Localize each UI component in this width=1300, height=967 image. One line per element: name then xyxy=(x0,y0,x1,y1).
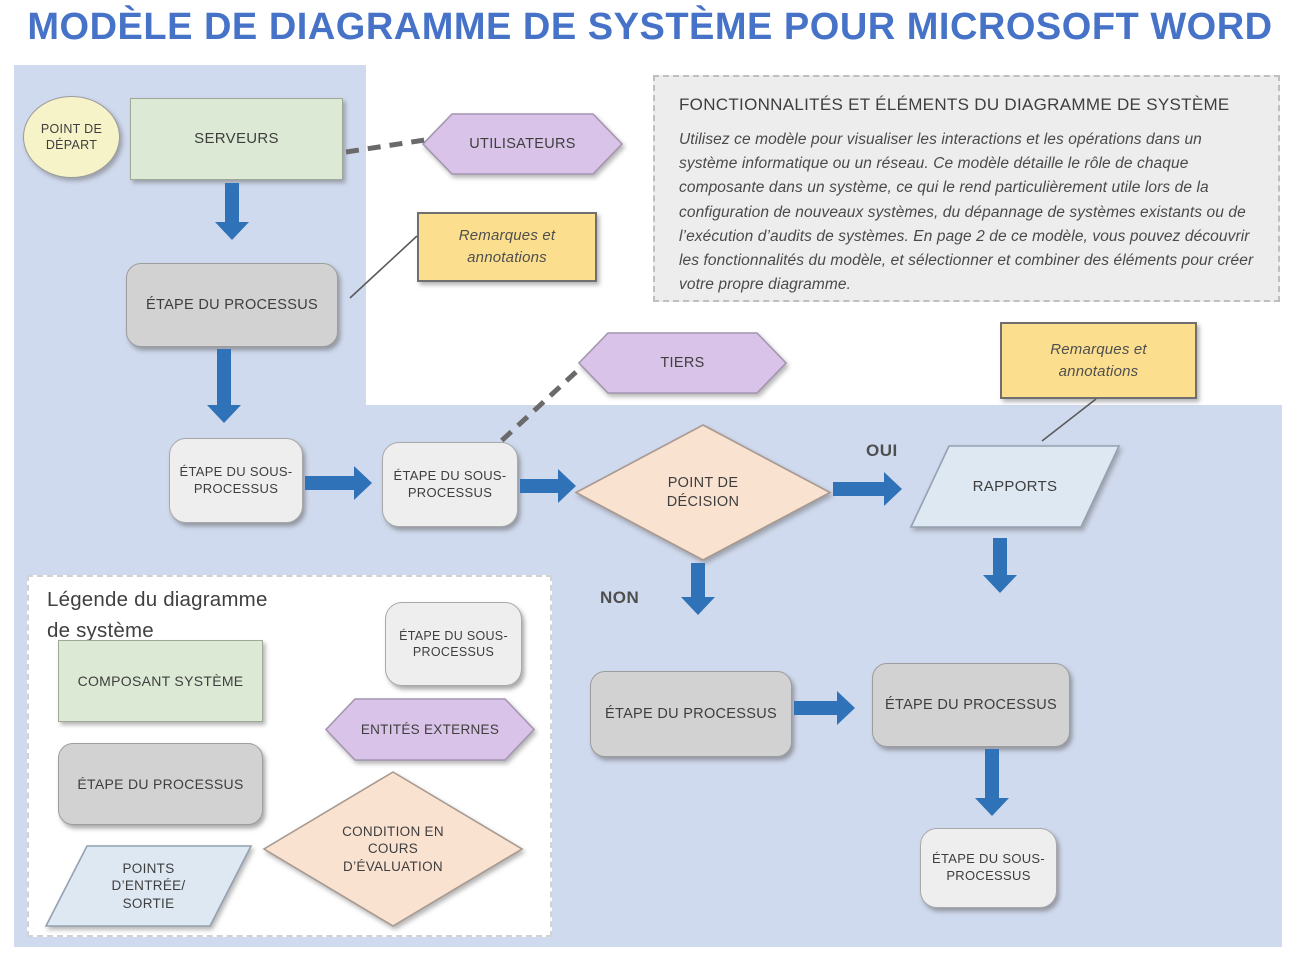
note-annotation-2[interactable]: Remarques et annotations xyxy=(1000,322,1197,399)
serveurs-node[interactable]: SERVEURS xyxy=(130,98,343,180)
non-label: NON xyxy=(600,588,640,607)
legend-title: Légende du diagramme de système xyxy=(47,588,268,642)
legend-item-label: ÉTAPE DU SOUS- PROCESSUS xyxy=(399,628,508,659)
subprocess-step-label: ÉTAPE DU SOUS- PROCESSUS xyxy=(179,463,293,496)
tiers-node-label: TIERS xyxy=(660,354,705,371)
note-annotation-label: Remarques et annotations xyxy=(458,227,556,266)
arrow-process3-to-subprocess3 xyxy=(975,749,1009,816)
arrow-subprocess2-to-decision xyxy=(520,469,576,503)
arrow-decision-to-rapports xyxy=(833,472,902,506)
info-box-body: Utilisez ce modèle pour visualiser les i… xyxy=(679,131,1254,294)
utilisateurs-node[interactable]: UTILISATEURS xyxy=(421,113,624,175)
legend-item-etape-processus[interactable]: ÉTAPE DU PROCESSUS xyxy=(58,743,263,825)
note-annotation-1[interactable]: Remarques et annotations xyxy=(417,212,597,282)
process-step-2[interactable]: ÉTAPE DU PROCESSUS xyxy=(590,671,792,757)
process-step-label: ÉTAPE DU PROCESSUS xyxy=(146,296,318,313)
parallelogram-shape xyxy=(909,445,1121,528)
arrow-process1-to-subprocess1 xyxy=(207,349,241,423)
utilisateurs-node-label: UTILISATEURS xyxy=(469,135,576,152)
legend-item-label: POINTS D’ENTRÉE/ SORTIE xyxy=(111,860,186,911)
legend-item-condition-evaluation[interactable]: CONDITION EN COURS D’ÉVALUATION xyxy=(262,771,524,927)
page-title: MODÈLE DE DIAGRAMME DE SYSTÈME POUR MICR… xyxy=(27,6,1273,48)
subprocess-step-1[interactable]: ÉTAPE DU SOUS- PROCESSUS xyxy=(169,438,303,523)
legend-item-etape-sous-processus[interactable]: ÉTAPE DU SOUS- PROCESSUS xyxy=(385,602,522,686)
legend-item-label: ENTITÉS EXTERNES xyxy=(360,721,500,737)
diamond-shape xyxy=(262,771,524,927)
arrow-serveurs-to-process1 xyxy=(215,183,249,240)
legend-item-composant-systeme[interactable]: COMPOSANT SYSTÈME xyxy=(58,640,263,722)
subprocess-step-2[interactable]: ÉTAPE DU SOUS- PROCESSUS xyxy=(382,442,518,527)
hexagon-shape xyxy=(577,332,788,394)
legend-item-label: COMPOSANT SYSTÈME xyxy=(77,672,244,689)
info-box: FONCTIONNALITÉS ET ÉLÉMENTS DU DIAGRAMME… xyxy=(653,75,1280,302)
hexagon-shape xyxy=(324,698,536,761)
subprocess-step-label: ÉTAPE DU SOUS- PROCESSUS xyxy=(931,851,1046,883)
rapports-node-label: RAPPORTS xyxy=(972,477,1058,495)
legend-item-entites-externes[interactable]: ENTITÉS EXTERNES xyxy=(324,698,536,761)
arrow-subprocess1-to-subprocess2 xyxy=(305,466,372,500)
oui-label: OUI xyxy=(866,441,898,460)
note-annotation-label: Remarques et annotations xyxy=(1050,340,1147,380)
process-step-label: ÉTAPE DU PROCESSUS xyxy=(885,696,1057,713)
process-step-1[interactable]: ÉTAPE DU PROCESSUS xyxy=(126,263,338,347)
subprocess-step-3[interactable]: ÉTAPE DU SOUS- PROCESSUS xyxy=(920,828,1057,908)
arrow-rapports-down xyxy=(983,538,1017,593)
parallelogram-shape xyxy=(44,845,253,927)
diamond-shape xyxy=(574,424,832,561)
arrow-process2-to-process3 xyxy=(794,691,855,725)
subprocess-step-label: ÉTAPE DU SOUS- PROCESSUS xyxy=(393,467,507,500)
info-box-heading: FONCTIONNALITÉS ET ÉLÉMENTS DU DIAGRAMME… xyxy=(679,95,1230,114)
arrow-decision-to-process2 xyxy=(681,563,715,615)
start-node-label: POINT DE DÉPART xyxy=(40,121,103,152)
start-node[interactable]: POINT DE DÉPART xyxy=(23,96,120,178)
decision-node[interactable]: POINT DE DÉCISION xyxy=(574,424,832,561)
serveurs-node-label: SERVEURS xyxy=(194,130,279,148)
process-step-label: ÉTAPE DU PROCESSUS xyxy=(605,705,777,722)
rapports-node[interactable]: RAPPORTS xyxy=(909,445,1121,528)
process-step-3[interactable]: ÉTAPE DU PROCESSUS xyxy=(872,663,1070,747)
legend-item-label: CONDITION EN COURS D’ÉVALUATION xyxy=(342,823,444,874)
legend-item-label: ÉTAPE DU PROCESSUS xyxy=(77,775,244,792)
tiers-node[interactable]: TIERS xyxy=(577,332,788,394)
decision-node-label: POINT DE DÉCISION xyxy=(666,474,740,510)
legend-item-points-entree-sortie[interactable]: POINTS D’ENTRÉE/ SORTIE xyxy=(44,845,253,927)
